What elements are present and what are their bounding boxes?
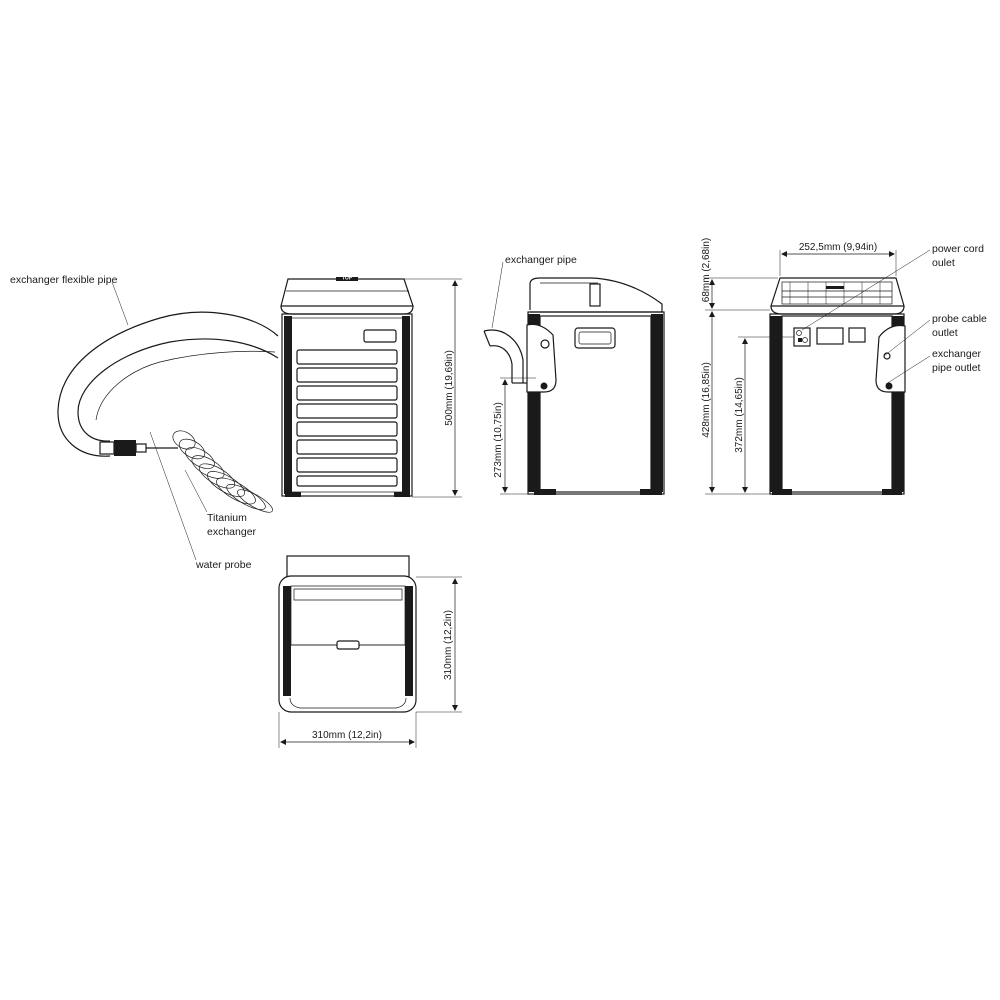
- exchanger-outlet-label-line1: exchanger: [932, 348, 982, 360]
- flexible-pipe-assembly: [57, 311, 279, 513]
- power-cord-label-line1: power cord: [932, 243, 984, 255]
- power-cord-label-line2: oulet: [932, 257, 955, 269]
- titanium-exchanger-callout: Titanium exchanger: [184, 469, 257, 538]
- exchanger-outlet-label-line2: pipe outlet: [932, 362, 981, 374]
- top-view-depth-label: 310mm (12,2in): [443, 610, 454, 680]
- body-height-dimension: 428mm (16,85in): [701, 311, 770, 495]
- back-view: [769, 277, 906, 495]
- side-view: [483, 277, 665, 495]
- exchanger-outlet-callout: exchanger pipe outlet: [885, 348, 982, 385]
- back-top-grille: [781, 281, 893, 305]
- titanium-coil: [172, 430, 273, 513]
- probe-cable-callout: probe cable outlet: [883, 313, 987, 357]
- outlet-height-dimension: 372mm (14,65in): [734, 336, 794, 493]
- back-width-dimension: 252,5mm (9,94in): [779, 242, 897, 276]
- pipe-height-dimension: 273mm (10,75in): [493, 377, 536, 495]
- front-height-label: 500mm (19,69in): [444, 350, 455, 426]
- outlet-height-label: 372mm (14,65in): [734, 377, 745, 453]
- water-probe-label: water probe: [195, 559, 252, 571]
- top-depth-label: 68mm (2,68in): [701, 238, 712, 302]
- front-view: TOP: [280, 276, 414, 497]
- probe-cable-label-line1: probe cable: [932, 313, 987, 325]
- flexible-pipe-label: exchanger flexible pipe: [10, 274, 118, 286]
- probe-cable-label-line2: outlet: [932, 327, 958, 339]
- top-view-width-dimension: 310mm (12,2in): [278, 712, 417, 748]
- front-height-dimension: 500mm (19,69in): [404, 278, 462, 498]
- titanium-label-line1: Titanium: [207, 512, 247, 524]
- titanium-label-line2: exchanger: [207, 526, 257, 538]
- front-vent-grille: [296, 349, 398, 487]
- top-view-depth-dimension: 310mm (12,2in): [416, 576, 462, 713]
- back-width-label: 252,5mm (9,94in): [799, 242, 877, 253]
- power-cord-callout: power cord oulet: [801, 243, 984, 331]
- exchanger-pipe-label: exchanger pipe: [505, 254, 577, 266]
- exchanger-pipe-callout: exchanger pipe: [491, 254, 577, 329]
- water-probe-callout: water probe: [149, 431, 252, 571]
- pipe-height-label: 273mm (10,75in): [493, 402, 504, 478]
- body-height-label: 428mm (16,85in): [701, 362, 712, 438]
- top-view: [278, 555, 417, 713]
- top-view-width-label: 310mm (12,2in): [312, 730, 382, 741]
- top-depth-dimension: 68mm (2,68in): [701, 238, 778, 311]
- flexible-pipe-callout: exchanger flexible pipe: [10, 274, 129, 326]
- top-mark-label: TOP: [342, 276, 353, 282]
